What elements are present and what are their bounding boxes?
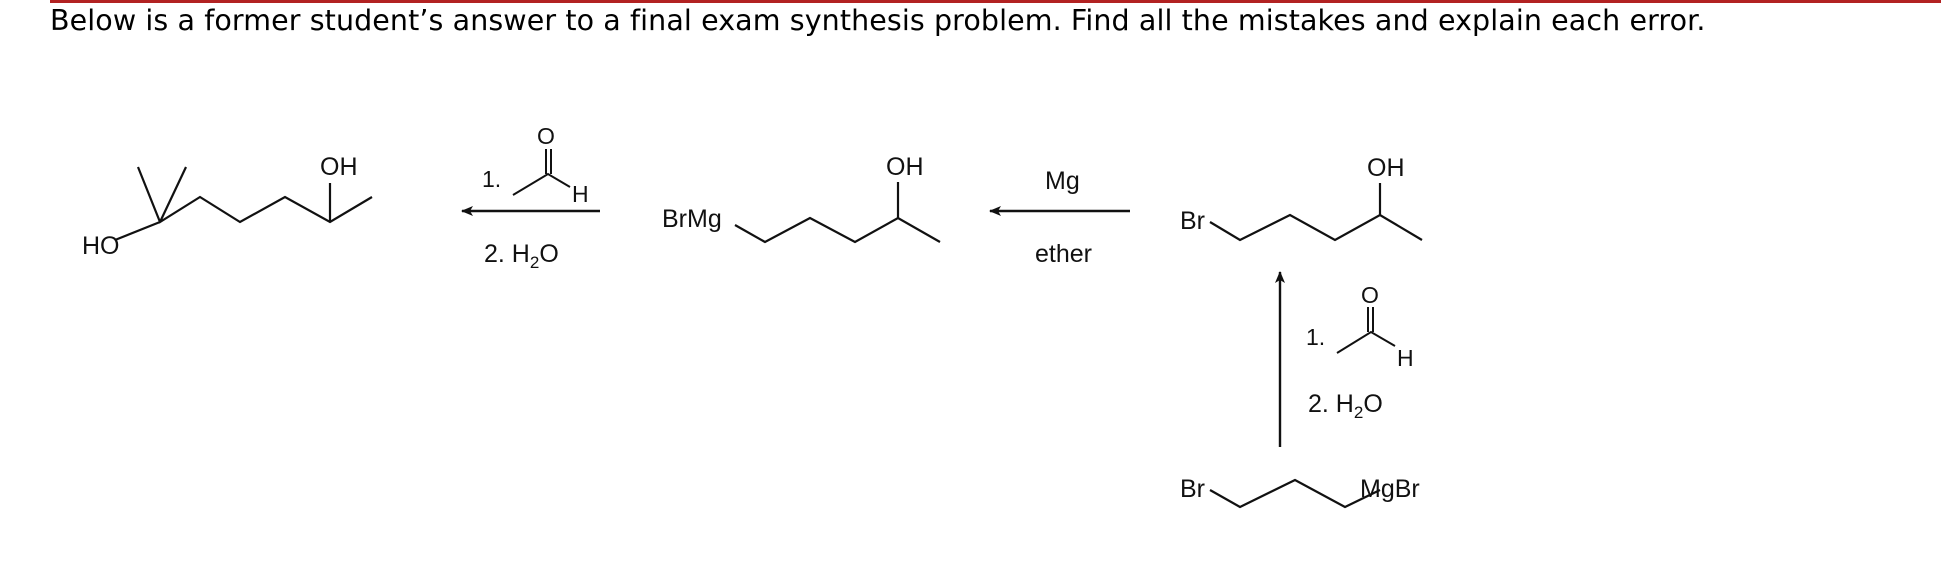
step-left-reaction: 1. O H 2. H2O [461,123,600,272]
step-vertical-reagent-number-1: 1. [1306,324,1325,350]
step-left-reagent-number-1: 1. [482,166,501,192]
step-left-aldehyde-skeleton [512,172,571,196]
starting-material-br-label: Br [1180,475,1205,503]
step-middle-reaction: Mg ether [989,167,1130,268]
bromo-alcohol-skeleton [1209,213,1423,242]
final-product-methyl-bond-left [114,220,161,242]
step-left-carbonyl-o: O [537,123,555,149]
final-product-oh-label: OH [320,153,358,181]
starting-material-molecule: Br MgBr [1180,475,1420,509]
final-product-molecule: OH HO [82,153,373,260]
final-product-methyl-bond-right [159,166,187,223]
final-product-ho-label: HO [82,232,120,260]
intermediate-oh-label: OH [886,153,924,181]
step-vertical-reaction: 1. O H 2. H2O [1275,271,1414,447]
grignard-intermediate-molecule: BrMg OH [662,153,941,244]
header-rule [50,0,1941,3]
step-left-carbonyl-h: H [572,181,589,207]
intermediate-skeleton [734,216,941,244]
step-middle-reagent-ether: ether [1035,240,1092,268]
step-vertical-carbonyl-h: H [1397,345,1414,371]
step-left-reagent-2: 2. H2O [484,240,559,272]
starting-material-skeleton [1209,478,1381,509]
intermediate-brmg-label: BrMg [662,205,722,233]
bromo-alcohol-br-label: Br [1180,207,1205,235]
exam-instruction: Below is a former student’s answer to a … [50,4,1706,37]
bromo-alcohol-oh-label: OH [1367,154,1405,182]
step-vertical-carbonyl-o: O [1361,282,1379,308]
bromo-alcohol-molecule: Br OH [1180,154,1423,242]
step-vertical-reagent-2: 2. H2O [1308,390,1383,422]
starting-material-mgbr-label: MgBr [1360,475,1420,503]
step-middle-reagent-mg: Mg [1045,167,1080,195]
step-vertical-aldehyde-skeleton [1336,330,1396,354]
